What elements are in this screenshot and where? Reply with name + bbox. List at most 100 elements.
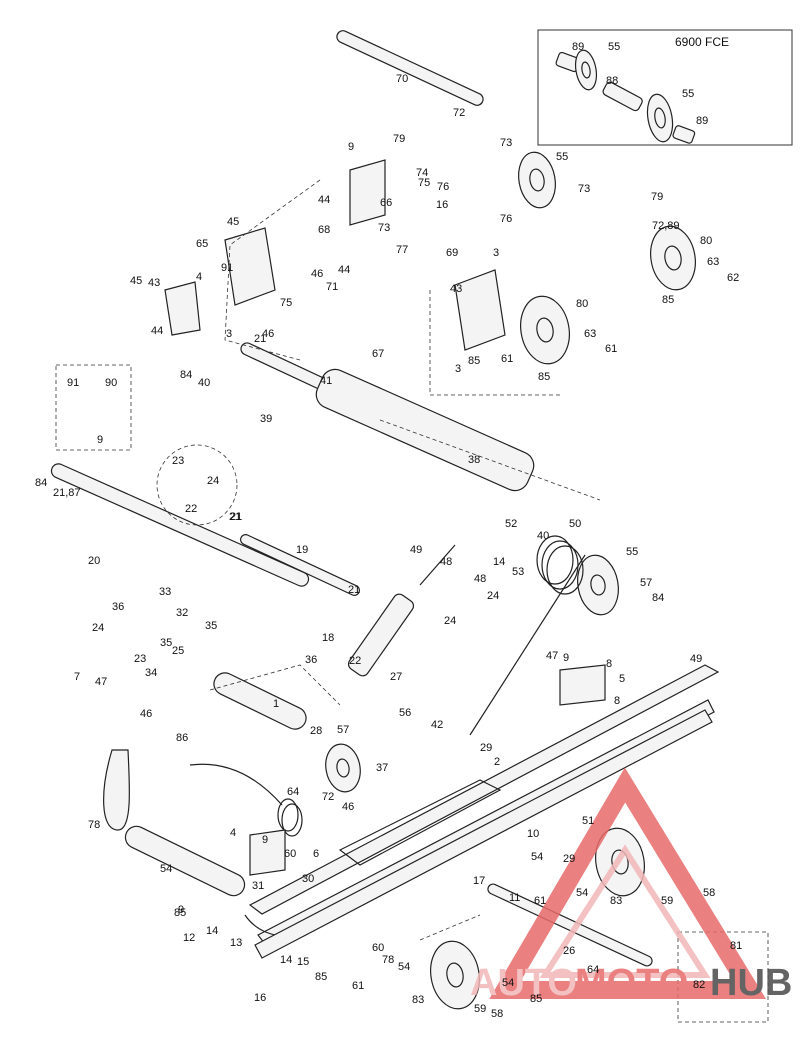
callout-label: 65 [196,238,208,250]
callout-label: 81 [730,940,742,952]
callout-label: 73 [500,137,512,149]
callout-label: 46 [311,268,323,280]
callout-label: 14 [206,925,218,937]
callout-label: 64 [587,964,599,976]
callout-label: 11 [509,892,520,904]
callout-label: 12 [183,932,195,944]
callout-label: 35 [160,637,172,649]
callout-label: 3 [493,247,499,259]
callout-label: 9 [262,834,268,846]
callout-label: 5 [619,673,625,685]
callout-label: 84 [652,592,664,604]
callout-label: 60 [372,942,384,954]
callout-label: 86 [176,732,188,744]
callout-label: 61 [352,980,364,992]
watermark-text-hub: HUB [710,962,792,1004]
callout-label: 61 [501,353,513,365]
variant-inset-parts [555,49,696,144]
callout-label: 75 [280,297,292,309]
callout-label: 69 [446,247,458,259]
callout-label: 3 [455,363,461,375]
callout-label: 74 [416,167,428,179]
callout-label: 75 [418,177,430,189]
watermark-text-moto: MOTO [575,962,688,1004]
shaft-assembly [50,30,653,967]
callout-label: 54 [160,863,172,875]
callout-label: 21,87 [53,487,81,499]
callout-label: 84 [35,477,47,489]
callout-label: 17 [473,875,485,887]
callout-label: 30 [302,873,314,885]
callout-label: 59 [661,895,673,907]
callout-label: 10 [527,828,539,840]
callout-label: 80 [576,298,588,310]
callout-label: 26 [563,945,575,957]
callout-label: 40 [198,377,210,389]
brackets [164,159,606,876]
callout-label: 47 [546,650,558,662]
callout-label: 21 [229,511,241,523]
callout-label: 38 [468,454,480,466]
callout-label: 83 [412,994,424,1006]
callout-label: 20 [88,555,100,567]
callout-label: 62 [727,272,739,284]
callout-label: 29 [480,742,492,754]
callout-label: 60 [284,848,296,860]
callout-label: 54 [531,851,543,863]
callout-label: 14 [280,954,292,966]
callout-label: 35 [205,620,217,632]
callout-label: 71 [326,281,338,293]
callout-label: 31 [252,880,264,892]
callout-label: 2 [494,756,500,768]
springs [189,535,584,837]
callout-label: 73 [578,183,590,195]
callout-label: 18 [322,632,334,644]
callout-label: 78 [382,954,394,966]
callout-label: 57 [640,577,652,589]
callout-label: 54 [502,977,514,989]
callout-label: 55 [626,546,638,558]
callout-label: 46 [140,708,152,720]
callout-label: 67 [372,348,384,360]
callout-label: 63 [584,328,596,340]
callout-label: 41 [320,375,332,387]
callout-label: 55 [556,151,568,163]
callout-label: 55 [682,88,694,100]
callout-label: 58 [491,1008,503,1020]
callout-label: 85 [315,971,327,983]
callout-label: 79 [651,191,663,203]
callout-label: 23 [134,653,146,665]
callout-label: 22 [185,503,197,515]
callout-label: 59 [474,1003,486,1015]
callout-label: 22 [349,655,361,667]
callout-label: 78 [88,819,100,831]
callout-label: 46 [342,801,354,813]
variant-inset-box [537,29,793,146]
callout-label: 15 [297,956,309,968]
callout-label: 51 [582,815,594,827]
callout-label: 21 [230,511,242,523]
callout-label: 44 [151,325,163,337]
callout-label: 24 [92,622,104,634]
slide-rail-assembly [244,664,720,959]
callout-label: 1 [273,698,279,710]
callout-label: 29 [563,853,575,865]
callout-label: 32 [176,607,188,619]
callout-label: 56 [399,707,411,719]
callout-label: 44 [318,194,330,206]
callout-label: 8 [614,695,620,707]
callout-label: 44 [338,264,350,276]
callout-label: 14 [493,556,505,568]
callout-label: 90 [105,377,117,389]
callout-label: 37 [376,762,388,774]
callout-label: 24 [487,590,499,602]
callout-label: 21 [254,333,266,345]
callout-label: 61 [605,343,617,355]
callout-label: 19 [296,544,308,556]
callout-label: 34 [145,667,157,679]
callout-label: 42 [431,719,443,731]
callout-label: 43 [148,277,160,289]
